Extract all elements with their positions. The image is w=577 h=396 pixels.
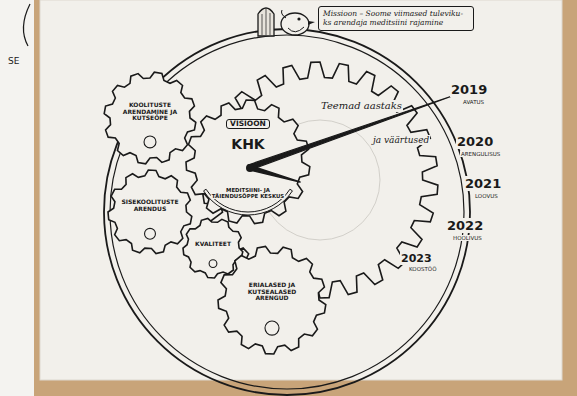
gear-hub	[145, 228, 156, 239]
gear-teeth	[108, 170, 192, 254]
hour-hand	[250, 166, 300, 182]
gear-hub	[144, 136, 156, 148]
year-label: 2020	[456, 134, 494, 149]
value-label: KOOSTÖÖ	[408, 266, 437, 272]
door-illustration	[258, 8, 274, 36]
hand-hub	[246, 164, 254, 172]
gear-text: SISEKOOLITUSTE ARENDUS	[121, 199, 179, 213]
paper-sheet	[40, 0, 562, 380]
minute-hand	[248, 95, 455, 170]
vision-gear: VISIOON KHK MEDITSIINI- JA TÄIENDUSÕPPE KE…	[186, 100, 310, 224]
gear-hub	[265, 321, 279, 335]
gear-hub	[209, 260, 217, 268]
gear-text: ERIALASED JA KUTSEALASED ARENGUD	[236, 282, 308, 303]
gear-text: ja väärtused	[372, 135, 430, 145]
value-label: ARENGULISUS	[460, 151, 501, 157]
professional-development-gear: ERIALASED JA KUTSEALASED ARENGUD	[218, 246, 326, 354]
sketch-arc	[23, 4, 30, 46]
fragment-label: SE	[7, 56, 20, 66]
neighbour-sheet	[0, 0, 34, 396]
gear-teeth	[186, 100, 310, 224]
gear-text: VISIOON	[226, 119, 270, 130]
training-gear: KOOLITUSTE ARENDAMINE JA KUTSEÕPE	[104, 72, 196, 164]
bird-illustration	[281, 10, 315, 35]
gear-outline	[183, 218, 243, 278]
gear-text: MEDITSIINI- JA TÄIENDUSÕPPE KESKUS	[211, 187, 285, 199]
value-label: AVATUS	[462, 99, 485, 105]
internal-training-gear: SISEKOOLITUSTE ARENDUS	[108, 170, 192, 254]
year-label: 2022	[446, 218, 484, 233]
value-label: LOOVUS	[474, 193, 499, 199]
quality-gear: KVALITEET	[183, 218, 243, 278]
value-label: HOOLIVUS	[452, 235, 483, 241]
gear-text: KVALITEET	[192, 241, 234, 248]
gear-text: KHK	[218, 136, 278, 152]
year-label: 2021	[464, 176, 502, 191]
year-label: 2023	[400, 252, 433, 265]
year-label: 2019	[450, 82, 488, 97]
mission-callout: Missioon – Soome viimased tuleviku- ks a…	[318, 6, 474, 31]
gear-teeth	[183, 218, 243, 278]
gear-teeth	[218, 246, 326, 354]
gear-text: Teemad aastaks	[320, 100, 403, 112]
mission-text: Missioon – Soome viimased tuleviku- ks a…	[319, 7, 473, 30]
clock-rim-outer	[104, 29, 470, 395]
gear-text: KOOLITUSTE ARENDAMINE JA KUTSEÕPE	[119, 102, 181, 123]
gear-teeth	[104, 72, 196, 164]
